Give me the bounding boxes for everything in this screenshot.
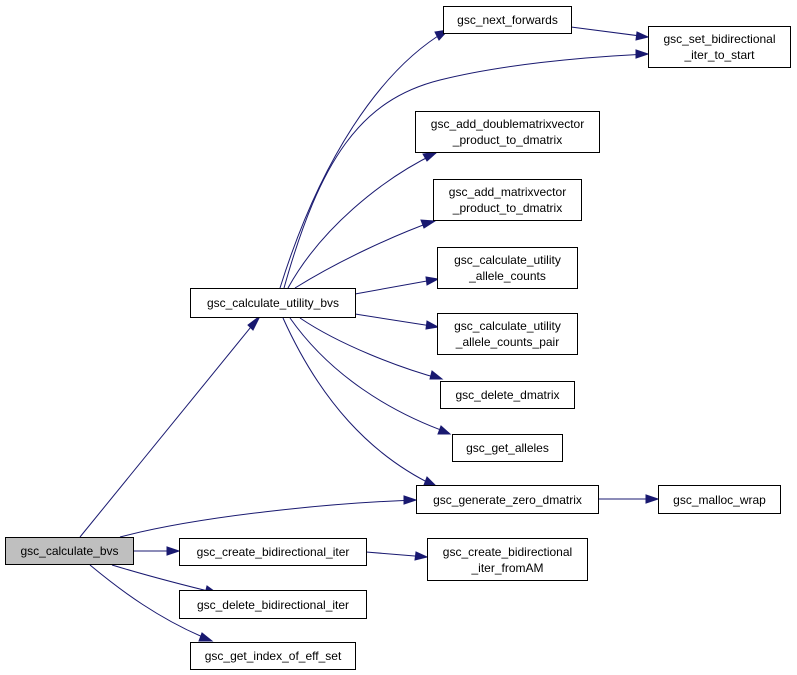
node-gsc-delete-bidirectional-iter[interactable]: gsc_delete_bidirectional_iter [179, 590, 367, 619]
arrowhead-icon [635, 49, 650, 59]
node-gsc-add-doublematrixvector-product-to-dmatrix[interactable]: gsc_add_doublematrixvector _product_to_d… [415, 111, 600, 153]
edge-calculate-utility-bvs-to-generate-zero-dmatrix [282, 317, 436, 487]
node-label-line-2: _allele_counts [469, 269, 546, 283]
arrowhead-icon [635, 31, 650, 41]
node-gsc-create-bidirectional-iter[interactable]: gsc_create_bidirectional_iter [179, 538, 367, 566]
node-gsc-get-index-of-eff-set[interactable]: gsc_get_index_of_eff_set [190, 642, 356, 670]
arrowhead-icon [425, 276, 440, 286]
node-label: gsc_calculate_utility_bvs [206, 296, 340, 310]
arrowhead-icon [645, 494, 660, 504]
node-gsc-generate-zero-dmatrix[interactable]: gsc_generate_zero_dmatrix [416, 485, 599, 514]
edge-calculate-utility-bvs-to-add-matrixvector [294, 220, 435, 289]
arrowhead-icon [425, 320, 440, 330]
arrowhead-icon [414, 551, 429, 561]
node-gsc-delete-dmatrix[interactable]: gsc_delete_dmatrix [440, 381, 575, 409]
arrowhead-icon [166, 546, 181, 556]
node-label: gsc_malloc_wrap [673, 492, 766, 507]
arrowhead-icon [429, 370, 444, 380]
node-gsc-calculate-bvs: gsc_calculate_bvs [5, 537, 134, 565]
arrowhead-icon [198, 632, 214, 642]
node-label-line-2: _iter_to_start [684, 48, 755, 62]
edge-calculate-bvs-to-delete-bidirectional-iter [111, 564, 217, 594]
node-label: gsc_delete_dmatrix [455, 388, 560, 402]
edge-calculate-utility-bvs-to-allele-counts [354, 278, 439, 295]
node-gsc-calculate-utility-allele-counts[interactable]: gsc_calculate_utility _allele_counts [437, 247, 578, 289]
node-label-line-2: _product_to_dmatrix [452, 133, 563, 147]
node-label-line-2: _allele_counts_pair [455, 335, 560, 349]
arrowhead-icon [403, 495, 418, 505]
edge-calculate-utility-bvs-to-delete-dmatrix [299, 317, 442, 380]
node-gsc-next-forwards[interactable]: gsc_next_forwards [443, 6, 572, 34]
arrowhead-icon [422, 151, 439, 162]
node-gsc-create-bidirectional-iter-fromam[interactable]: gsc_create_bidirectional _iter_fromAM [427, 538, 588, 581]
edge-next-forwards-to-set-bidirectional-iter-to-start [570, 26, 649, 38]
arrowhead-icon [247, 315, 261, 331]
node-label: gsc_get_alleles [466, 441, 549, 455]
node-label-line-2: _product_to_dmatrix [452, 201, 563, 215]
node-label: gsc_generate_zero_dmatrix [433, 492, 582, 507]
edge-calculate-utility-bvs-to-next-forwards [279, 30, 447, 289]
edge-calculate-utility-bvs-to-set-bidirectional-iter-to-start [283, 53, 649, 289]
arrowhead-icon [420, 219, 437, 229]
arrowhead-icon [437, 425, 452, 435]
node-label-line-1: gsc_calculate_utility [454, 319, 561, 333]
node-label-line-1: gsc_add_matrixvector [448, 185, 567, 199]
node-gsc-malloc-wrap[interactable]: gsc_malloc_wrap [658, 485, 781, 514]
node-label: gsc_create_bidirectional_iter [196, 545, 350, 559]
node-gsc-calculate-utility-allele-counts-pair[interactable]: gsc_calculate_utility _allele_counts_pai… [437, 313, 578, 355]
edge-calculate-bvs-to-calculate-utility-bvs [79, 321, 256, 538]
node-label: gsc_get_index_of_eff_set [204, 649, 342, 663]
edge-calculate-bvs-to-generate-zero-dmatrix [119, 499, 417, 538]
edge-calculate-utility-bvs-to-get-alleles [289, 317, 450, 434]
edge-calculate-bvs-to-get-index-of-eff-set [89, 564, 211, 641]
node-label: gsc_calculate_bvs [20, 544, 119, 558]
node-label: gsc_next_forwards [457, 13, 558, 27]
node-label: gsc_delete_bidirectional_iter [196, 597, 350, 612]
node-gsc-calculate-utility-bvs[interactable]: gsc_calculate_utility_bvs [190, 288, 356, 318]
node-label-line-1: gsc_create_bidirectional [442, 544, 573, 559]
edge-calculate-utility-bvs-to-add-doublematrixvector [287, 152, 437, 289]
node-label-line-1: gsc_calculate_utility [454, 253, 561, 267]
node-label-line-1: gsc_add_doublematrixvector [430, 117, 585, 131]
node-label-line-2: _iter_fromAM [471, 560, 544, 575]
node-label-line-1: gsc_set_bidirectional [663, 32, 776, 46]
edge-calculate-utility-bvs-to-allele-counts-pair [354, 313, 439, 328]
node-gsc-get-alleles[interactable]: gsc_get_alleles [452, 434, 563, 462]
node-gsc-add-matrixvector-product-to-dmatrix[interactable]: gsc_add_matrixvector _product_to_dmatrix [433, 179, 582, 221]
node-gsc-set-bidirectional-iter-to-start[interactable]: gsc_set_bidirectional _iter_to_start [648, 26, 791, 68]
